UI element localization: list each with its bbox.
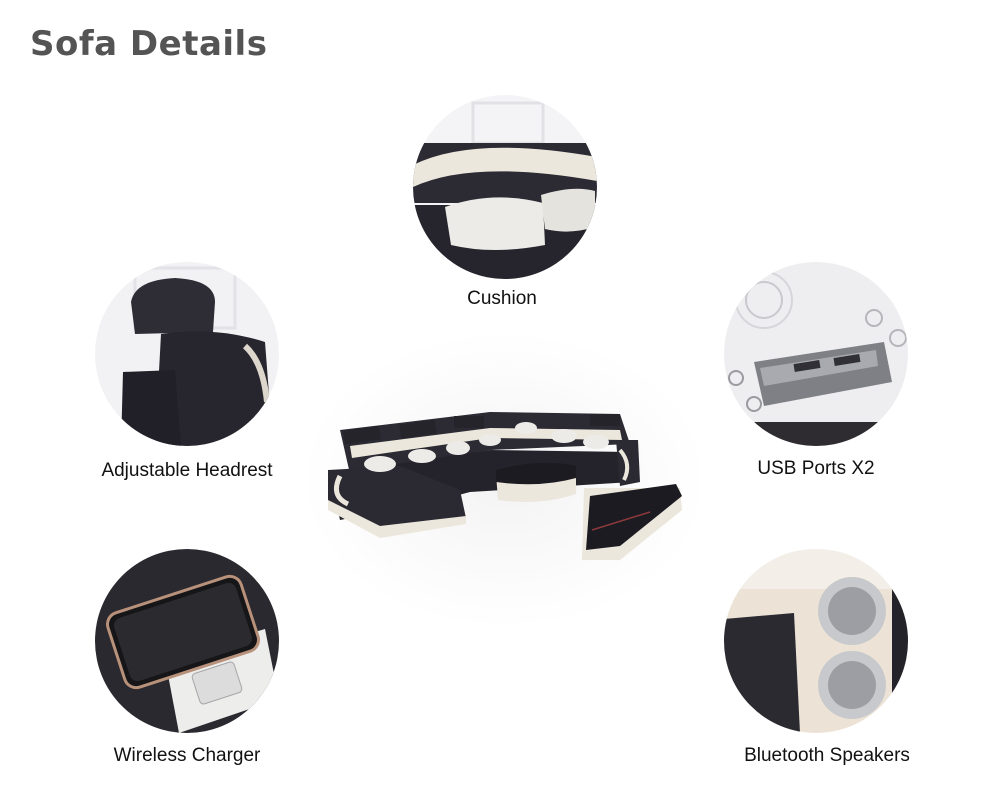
sofa-set-image: [328, 412, 682, 560]
cushion-photo: [413, 95, 597, 279]
speakers-label: Bluetooth Speakers: [744, 745, 910, 766]
speakers-photo: [724, 549, 908, 733]
usb-label: USB Ports X2: [757, 458, 875, 479]
charger-image: [95, 549, 279, 733]
headrest-image: [95, 262, 279, 446]
page-title: Sofa Details: [30, 24, 268, 64]
speakers-image: [724, 549, 908, 733]
headrest-photo: [95, 262, 279, 446]
usb-image: [724, 262, 908, 446]
cushion-image: [413, 95, 597, 279]
charger-photo: [95, 549, 279, 733]
cushion-label: Cushion: [467, 288, 537, 309]
sofa-set-photo: [320, 400, 690, 590]
charger-label: Wireless Charger: [113, 745, 261, 766]
usb-photo: [724, 262, 908, 446]
headrest-label: Adjustable Headrest: [101, 460, 273, 481]
